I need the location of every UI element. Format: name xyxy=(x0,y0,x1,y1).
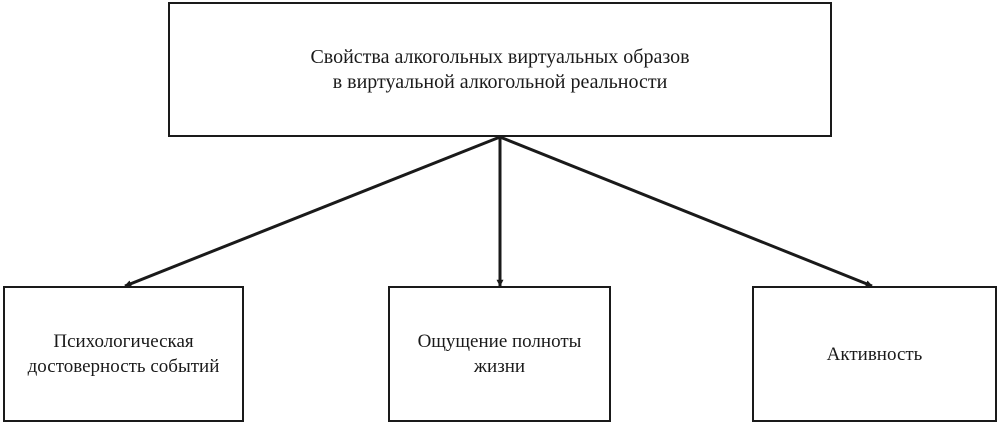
root-node-line-1: Свойства алкогольных виртуальных образов xyxy=(310,45,690,68)
child-node-line: Ощущение полноты xyxy=(417,331,582,352)
root-node: Свойства алкогольных виртуальных образов… xyxy=(168,2,832,137)
child-node-line: Психологическая xyxy=(53,331,194,352)
root-node-line-2: в виртуальной алкогольной реальности xyxy=(332,70,668,93)
child-node-line: Активность xyxy=(826,343,923,365)
child-node-line: жизни xyxy=(473,356,526,377)
child-node-psychological-credibility: Психологическая достоверность событий xyxy=(3,286,244,422)
child-node-line: достоверность событий xyxy=(27,356,220,377)
child-node-text: Психологическая достоверность событий xyxy=(28,329,220,379)
arrow-to-child-1 xyxy=(124,135,501,288)
root-node-text: Свойства алкогольных виртуальных образов… xyxy=(310,45,689,95)
child-node-text: Активность xyxy=(827,342,923,367)
arrow-to-child-3 xyxy=(499,135,873,288)
child-node-fullness-of-life: Ощущение полноты жизни xyxy=(388,286,611,422)
child-node-activity: Активность xyxy=(752,286,997,422)
child-node-text: Ощущение полноты жизни xyxy=(418,329,582,379)
